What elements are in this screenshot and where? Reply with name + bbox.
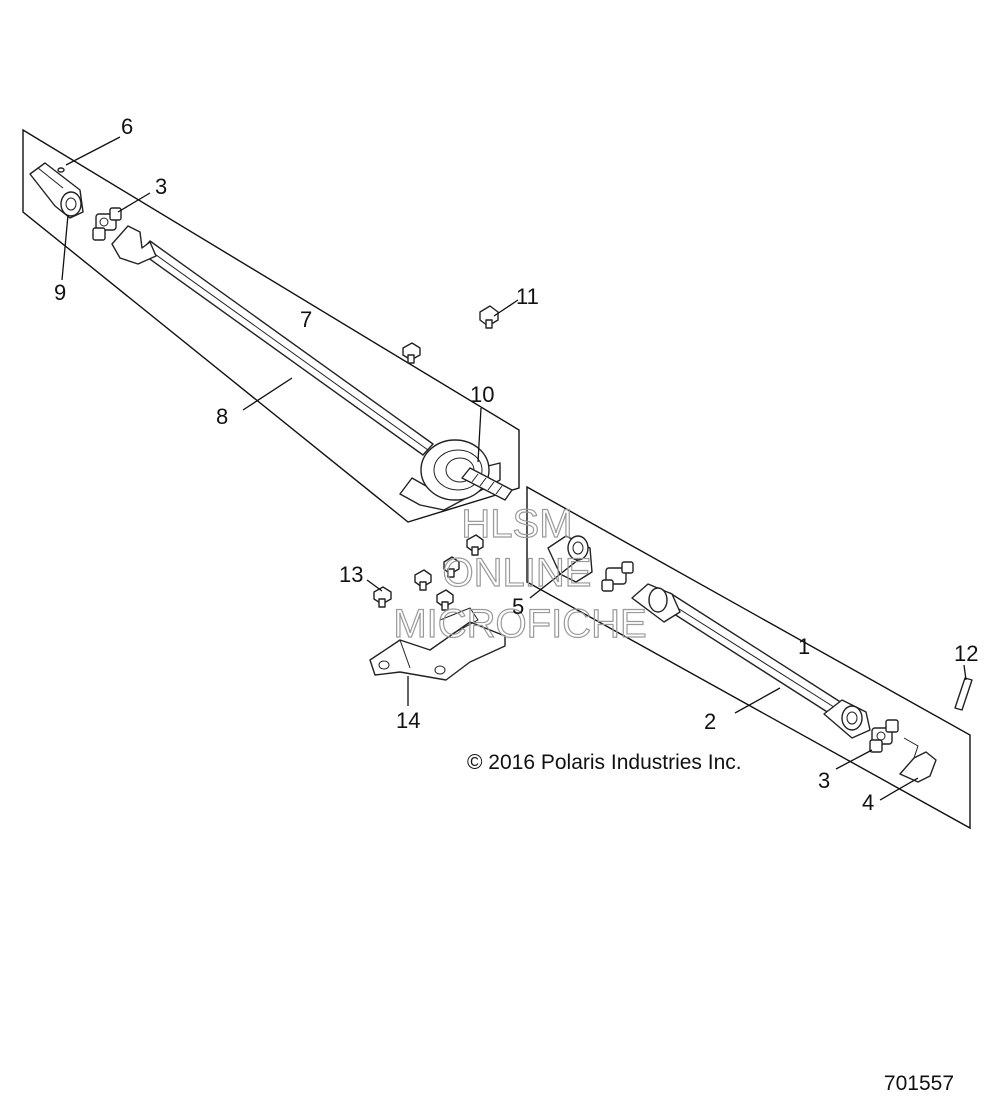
callout-7: 7 xyxy=(300,307,312,332)
leader-lines xyxy=(61,136,967,801)
u-joint-cross-rear xyxy=(869,719,899,753)
bracket-bolt-13b xyxy=(414,569,432,591)
callout-13: 13 xyxy=(339,562,363,587)
bracket-bolt-13 xyxy=(373,586,392,608)
watermark: HLSM ONLINE MICROFICHE xyxy=(393,501,648,646)
callout-labels: 6 3 9 7 11 10 8 13 5 1 12 14 2 3 4 xyxy=(54,114,978,815)
bracket-bolt-13c xyxy=(436,589,454,611)
roll-pin xyxy=(57,167,65,173)
rear-shaft-group-frame xyxy=(526,485,971,830)
rear-shaft-front-yoke xyxy=(631,583,681,623)
u-joint-cross-middle xyxy=(601,561,634,592)
callout-6: 6 xyxy=(121,114,133,139)
rear-shaft-rear-yoke xyxy=(823,699,871,739)
callout-8: 8 xyxy=(216,404,228,429)
front-shaft-group-frame xyxy=(22,128,520,523)
callout-3-front: 3 xyxy=(155,174,167,199)
callout-11: 11 xyxy=(516,284,539,309)
callout-5: 5 xyxy=(512,594,524,619)
callout-9: 9 xyxy=(54,280,66,305)
callout-12: 12 xyxy=(954,641,978,666)
front-prop-shaft xyxy=(139,240,434,456)
end-yoke xyxy=(899,737,937,783)
copyright-notice: © 2016 Polaris Industries Inc. xyxy=(467,751,742,774)
callout-2: 2 xyxy=(704,709,716,734)
callout-10: 10 xyxy=(470,382,494,407)
carrier-bearing xyxy=(399,439,513,511)
u-joint-cross-front xyxy=(92,207,122,241)
rear-prop-shaft xyxy=(659,592,843,716)
bracket-bolt-13e xyxy=(443,556,460,578)
callout-3-rear: 3 xyxy=(818,768,830,793)
watermark-line-2: ONLINE xyxy=(443,551,592,595)
flange-bolt-11 xyxy=(479,305,499,329)
watermark-line-3: MICROFICHE xyxy=(393,602,646,646)
callout-4: 4 xyxy=(862,790,874,815)
callout-1: 1 xyxy=(798,634,810,659)
bearing-bracket xyxy=(369,607,506,681)
front-shaft-yoke xyxy=(111,225,157,265)
bracket-bolt-13d xyxy=(466,534,484,556)
document-number: 701557 xyxy=(884,1072,954,1095)
flange-bolt-11b xyxy=(402,342,421,364)
watermark-line-1: HLSM xyxy=(461,502,572,546)
slip-yoke xyxy=(29,162,84,219)
callout-14: 14 xyxy=(396,708,420,733)
spring-pin xyxy=(954,677,973,711)
